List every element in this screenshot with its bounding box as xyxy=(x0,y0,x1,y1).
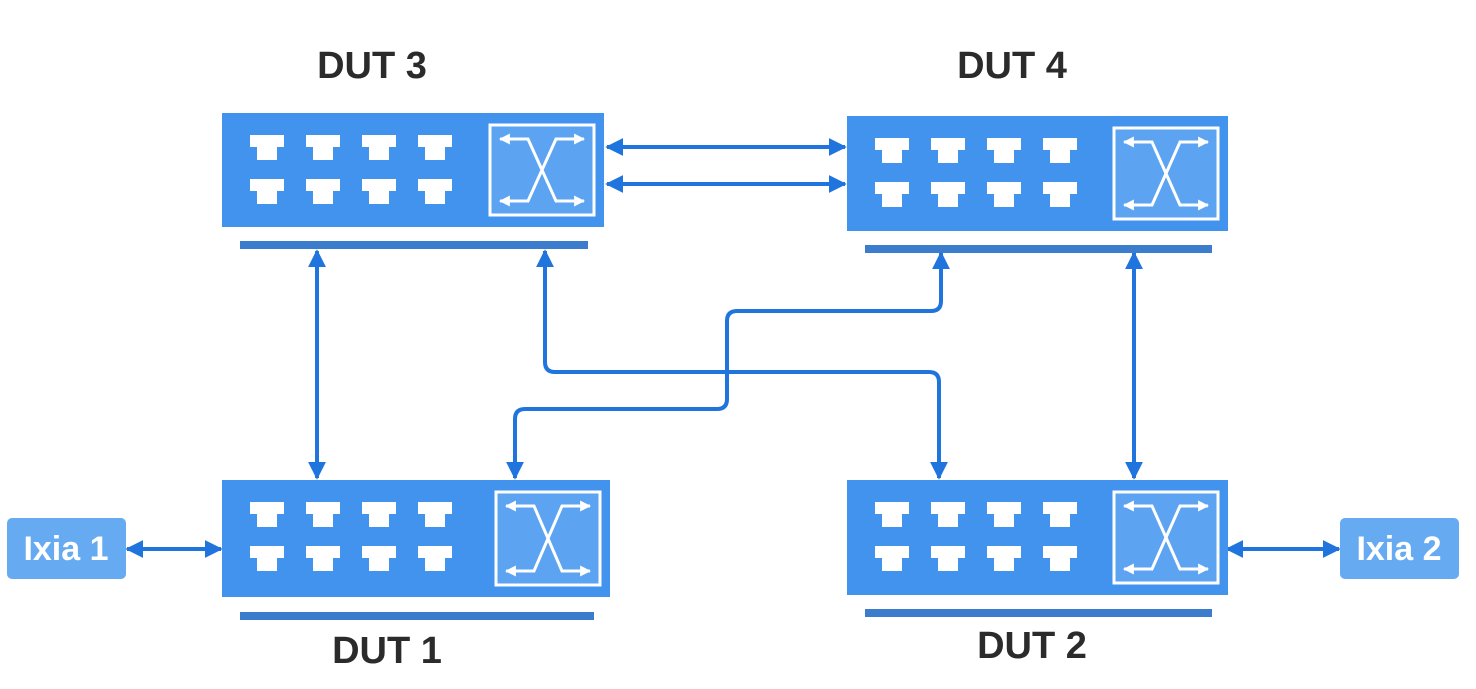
dut1-ports xyxy=(250,502,452,571)
dut2-ports xyxy=(875,502,1077,571)
ethernet-port-icon xyxy=(987,138,1021,163)
ethernet-port-icon xyxy=(875,546,909,571)
ixia2-box xyxy=(1340,518,1459,579)
dut4-switch-base xyxy=(865,245,1212,253)
crossbar-icon xyxy=(488,123,596,217)
ethernet-port-icon xyxy=(418,502,452,527)
dut2-switch-base xyxy=(865,609,1212,617)
dut1-switch-base xyxy=(240,612,594,620)
links xyxy=(125,138,1341,558)
dut3-label: DUT 3 xyxy=(317,45,427,87)
crossbar-icon xyxy=(1112,126,1220,221)
ixia2-node: Ixia 2 xyxy=(1340,518,1459,579)
ethernet-port-icon xyxy=(306,502,340,527)
ethernet-port-icon xyxy=(987,502,1021,527)
dut4-label: DUT 4 xyxy=(957,45,1067,87)
ethernet-port-icon xyxy=(250,502,284,527)
ixia1-box xyxy=(7,518,126,579)
dut1-switch xyxy=(222,480,610,620)
ethernet-port-icon xyxy=(987,546,1021,571)
ethernet-port-icon xyxy=(1043,138,1077,163)
dut2-label: DUT 2 xyxy=(977,625,1087,667)
link-dut4-dut1 xyxy=(506,251,950,480)
crossbar-icon xyxy=(494,490,602,587)
ethernet-port-icon xyxy=(362,179,396,204)
ethernet-port-icon xyxy=(250,179,284,204)
ethernet-port-icon xyxy=(250,135,284,160)
link-dut3-dut2 xyxy=(536,249,948,480)
ethernet-port-icon xyxy=(931,502,965,527)
ethernet-port-icon xyxy=(987,182,1021,207)
dut4-switch xyxy=(847,116,1228,253)
ixia1-node: Ixia 1 xyxy=(7,518,126,579)
dut2-switch xyxy=(847,480,1228,617)
ethernet-port-icon xyxy=(362,502,396,527)
dut1-label: DUT 1 xyxy=(332,630,442,672)
ethernet-port-icon xyxy=(306,546,340,571)
ethernet-port-icon xyxy=(1043,502,1077,527)
ethernet-port-icon xyxy=(418,179,452,204)
ethernet-port-icon xyxy=(306,135,340,160)
ethernet-port-icon xyxy=(875,502,909,527)
switches xyxy=(222,113,1228,620)
ethernet-port-icon xyxy=(931,138,965,163)
dut3-ports xyxy=(250,135,452,204)
dut3-switch xyxy=(222,113,604,249)
ethernet-port-icon xyxy=(1043,182,1077,207)
crossbar-icon xyxy=(1112,490,1220,585)
ethernet-port-icon xyxy=(418,546,452,571)
ethernet-port-icon xyxy=(250,546,284,571)
ethernet-port-icon xyxy=(362,135,396,160)
dut4-ports xyxy=(875,138,1077,207)
ethernet-port-icon xyxy=(1043,546,1077,571)
ethernet-port-icon xyxy=(875,138,909,163)
dut3-switch-base xyxy=(240,241,588,249)
ethernet-port-icon xyxy=(362,546,396,571)
ixia1-label: Ixia 1 xyxy=(23,530,108,568)
ethernet-port-icon xyxy=(931,182,965,207)
ethernet-port-icon xyxy=(931,546,965,571)
ethernet-port-icon xyxy=(418,135,452,160)
ethernet-port-icon xyxy=(306,179,340,204)
ethernet-port-icon xyxy=(875,182,909,207)
ixia2-label: Ixia 2 xyxy=(1356,530,1441,568)
